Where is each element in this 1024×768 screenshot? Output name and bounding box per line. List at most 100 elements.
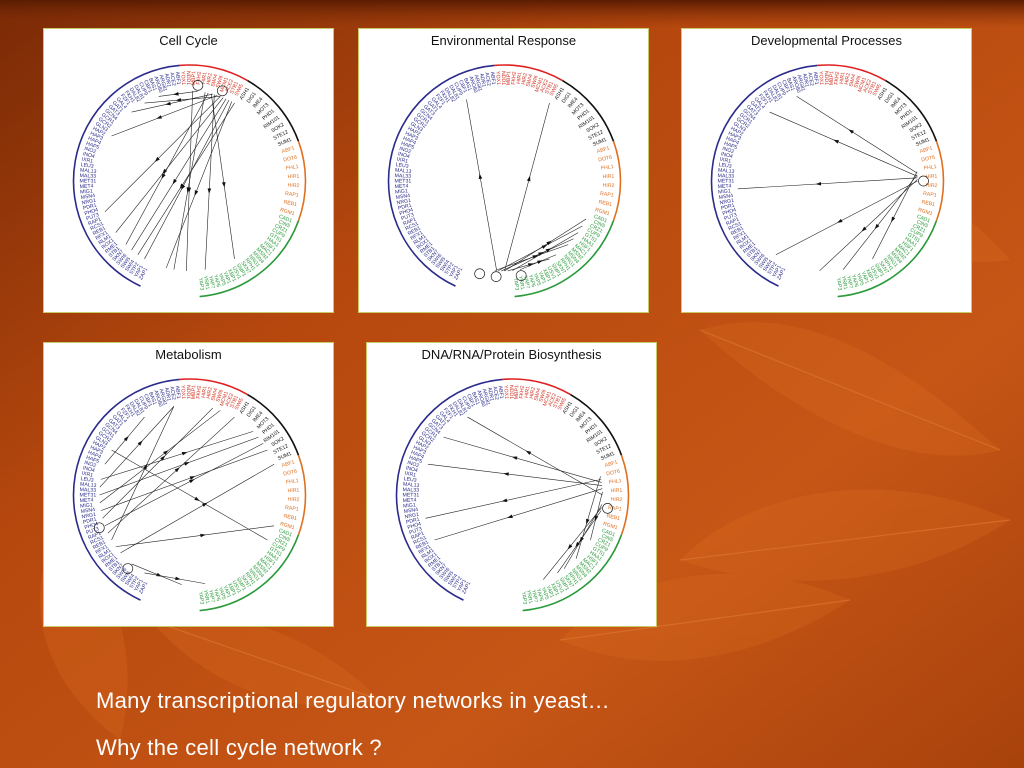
gene-label: USV1 bbox=[554, 580, 566, 595]
gene-label: INO2 bbox=[83, 146, 96, 155]
gene-label: HAP4 bbox=[725, 136, 740, 147]
gene-label: HAP3 bbox=[404, 131, 419, 142]
gene-label: SUM1 bbox=[277, 137, 293, 148]
regulatory-network-diagram: ZAP1YAP1STP2SWI4SWI5SWI6SKN7STB1RME1ROX1… bbox=[387, 64, 622, 298]
gene-label: YAP7 bbox=[845, 275, 854, 289]
gene-label: HIR1 bbox=[925, 174, 937, 181]
regulatory-edge bbox=[99, 410, 221, 504]
gene-label: HIR1 bbox=[602, 174, 614, 181]
gene-label: RCS1 bbox=[90, 535, 105, 547]
regulatory-edge bbox=[575, 476, 601, 559]
gene-label: MET4 bbox=[718, 183, 732, 190]
gene-label: RAP1 bbox=[600, 191, 614, 199]
gene-label: PHO4 bbox=[722, 207, 737, 217]
gene-label: CAD1 bbox=[278, 528, 293, 539]
gene-label: YRR1 bbox=[202, 275, 210, 290]
gene-label: SWI6 bbox=[853, 75, 862, 89]
gene-label: YAP7 bbox=[530, 589, 539, 603]
gene-label: LEU3 bbox=[395, 162, 409, 170]
gene-label: RCS1 bbox=[90, 221, 105, 233]
gene-label: IXR1 bbox=[719, 157, 732, 165]
group-arc-black bbox=[885, 79, 938, 142]
gene-label: PHO4 bbox=[399, 207, 414, 217]
gene-label: LEU3 bbox=[718, 162, 732, 170]
gene-label: FKH2 bbox=[511, 71, 518, 85]
regulatory-edge bbox=[125, 92, 209, 245]
edge-arrowhead bbox=[594, 515, 599, 522]
edge-arrowhead bbox=[179, 183, 185, 190]
group-arc-orange bbox=[297, 455, 307, 535]
edge-arrowhead bbox=[202, 502, 208, 507]
regulatory-edge bbox=[494, 244, 569, 271]
gene-label: CUP9 bbox=[137, 395, 149, 410]
group-arc-green bbox=[522, 534, 623, 612]
gene-label: ACE2 bbox=[168, 386, 176, 400]
gene-label: YAP1 bbox=[860, 271, 870, 285]
gene-label: ADR1 bbox=[163, 387, 172, 402]
gene-label: PUT3 bbox=[408, 526, 423, 536]
gene-label: ARG81 bbox=[473, 74, 483, 92]
gene-label: YAP7 bbox=[207, 275, 216, 289]
regulatory-edge bbox=[769, 111, 918, 177]
gene-label: RAP1 bbox=[923, 191, 937, 199]
regulatory-edge bbox=[104, 96, 221, 212]
gene-label: BAS1 bbox=[462, 77, 472, 92]
gene-label: SWI6 bbox=[530, 75, 539, 89]
gene-label: HAP3 bbox=[89, 131, 104, 142]
panel-title: Cell Cycle bbox=[159, 33, 218, 48]
gene-label: PUT3 bbox=[85, 526, 100, 536]
gene-label: ABF1 bbox=[174, 71, 181, 85]
gene-label: ABF1 bbox=[489, 71, 496, 85]
gene-label: YRR1 bbox=[525, 589, 533, 604]
gene-label: HAP5 bbox=[400, 141, 415, 151]
gene-label: PDR1 bbox=[82, 203, 97, 212]
gene-label: STB1 bbox=[229, 395, 240, 409]
regulatory-edge bbox=[204, 94, 215, 270]
gene-label: DOT6 bbox=[921, 155, 936, 164]
regulatory-edge bbox=[115, 97, 224, 233]
gene-label: YAP5 bbox=[540, 586, 550, 600]
gene-label: MET31 bbox=[402, 493, 419, 499]
gene-label: HAP2 bbox=[406, 126, 421, 138]
gene-label: HIR2 bbox=[206, 72, 214, 85]
gene-label: RCS1 bbox=[405, 221, 420, 233]
edge-arrowhead bbox=[137, 440, 143, 446]
gene-label: RGM1 bbox=[279, 207, 295, 217]
group-arc-red bbox=[494, 64, 563, 82]
gene-label: ACE2 bbox=[539, 78, 550, 93]
group-arc-black bbox=[562, 79, 615, 142]
gene-label: INO4 bbox=[405, 465, 418, 474]
gene-label: FHL1 bbox=[286, 164, 299, 172]
gene-label: ARG81 bbox=[481, 388, 491, 406]
gene-label: NRG1 bbox=[81, 198, 96, 207]
gene-label: CRZ1 bbox=[589, 223, 604, 235]
gene-label: YAP6 bbox=[527, 274, 536, 288]
regulatory-edge bbox=[144, 99, 230, 260]
edge-arrowhead bbox=[172, 178, 177, 185]
edge-arrowhead bbox=[541, 244, 548, 249]
gene-label: MIG1 bbox=[403, 502, 416, 509]
gene-label: MCM1 bbox=[219, 77, 230, 94]
gene-label: YAP1 bbox=[448, 264, 460, 278]
edge-arrowhead bbox=[891, 216, 896, 223]
gene-label: INO2 bbox=[406, 460, 419, 469]
edge-arrowhead bbox=[194, 190, 199, 196]
gene-label: ABF1 bbox=[604, 459, 618, 469]
gene-label: HIR2 bbox=[287, 497, 299, 504]
gene-label: CUP9 bbox=[452, 81, 464, 96]
self-loop bbox=[474, 268, 486, 280]
regulatory-edge bbox=[590, 491, 603, 541]
edge-arrowhead bbox=[175, 576, 181, 581]
gene-label: MET31 bbox=[79, 493, 96, 499]
gene-label: ADR1 bbox=[163, 73, 172, 88]
regulatory-edge bbox=[99, 436, 259, 496]
regulatory-edge bbox=[100, 449, 268, 511]
gene-label: SWI5 bbox=[549, 83, 560, 97]
gene-label: YAP3 bbox=[197, 591, 204, 605]
gene-label: YAP1 bbox=[133, 264, 145, 278]
edge-arrowhead bbox=[161, 173, 166, 180]
gene-label: MCM1 bbox=[857, 77, 868, 94]
group-arc-green bbox=[514, 220, 615, 298]
gene-label: MCM1 bbox=[542, 391, 553, 408]
gene-label: RAP1 bbox=[285, 505, 299, 513]
